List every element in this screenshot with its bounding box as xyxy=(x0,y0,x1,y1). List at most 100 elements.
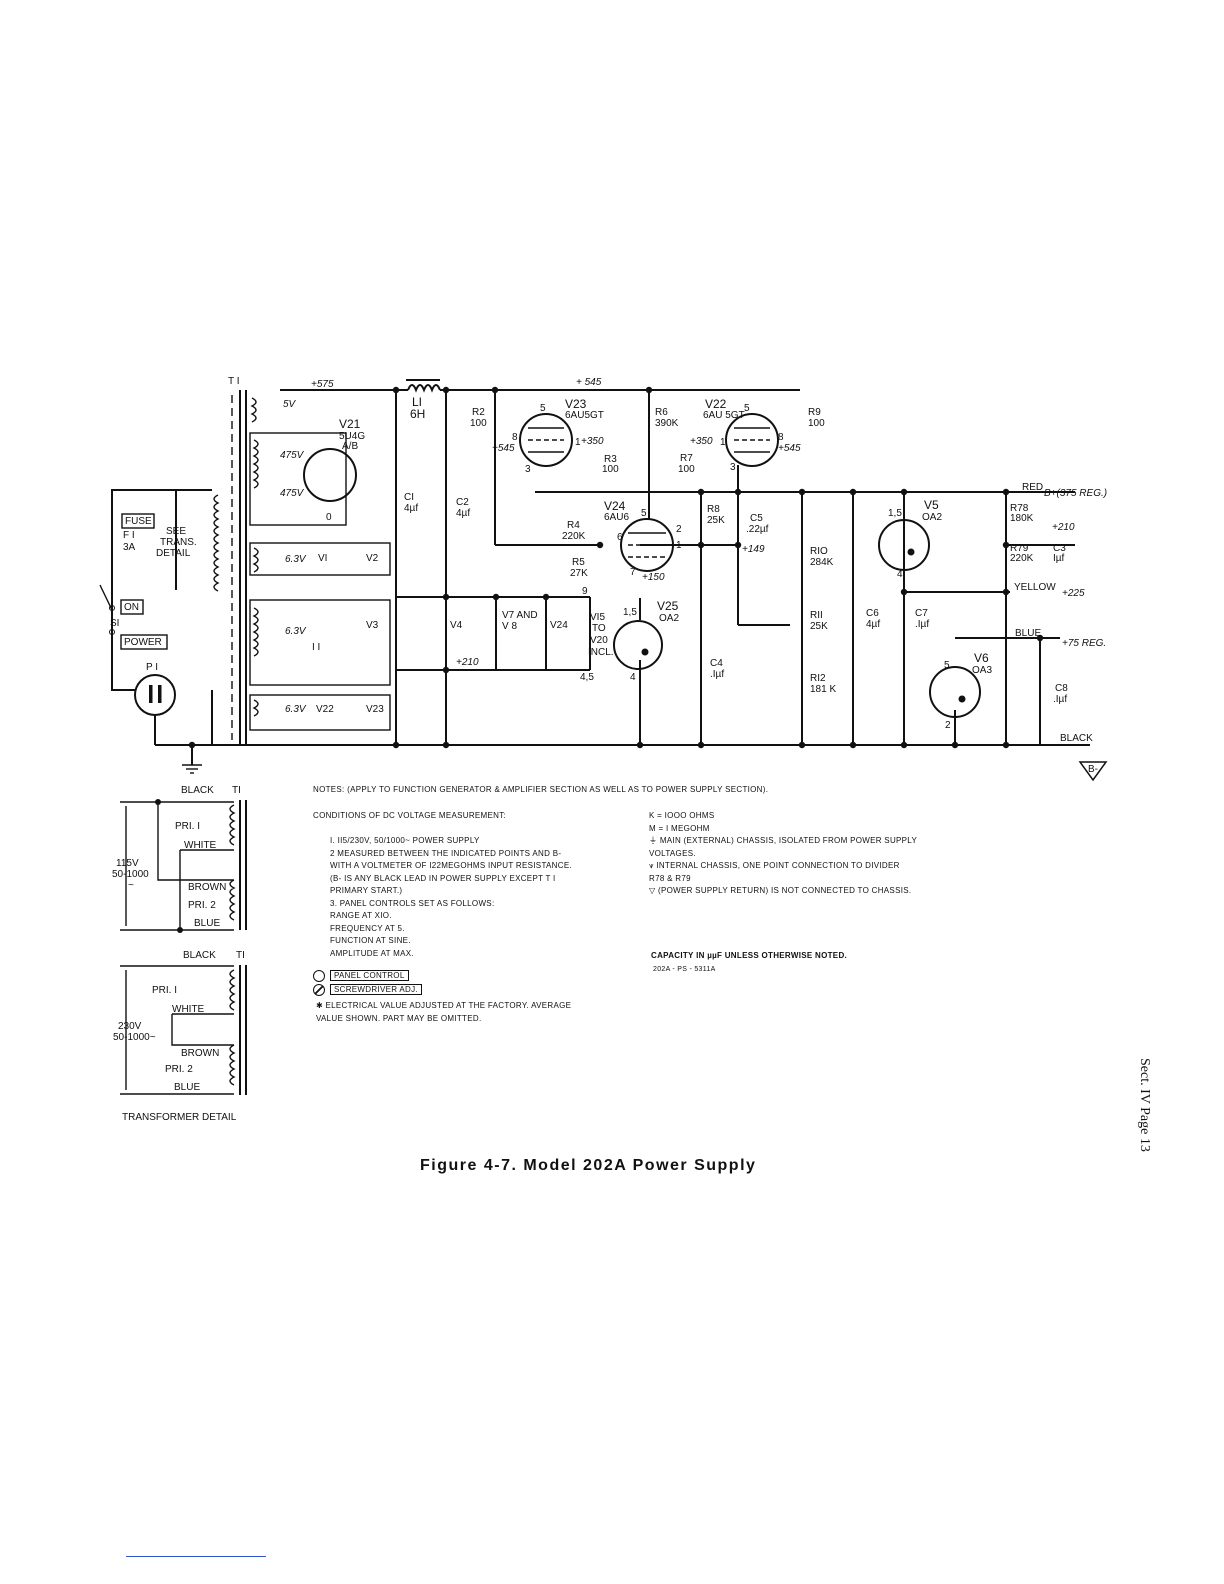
d230-white: WHITE xyxy=(172,1004,205,1015)
tube-v23 xyxy=(519,413,573,467)
note-item: PRIMARY START.) xyxy=(330,886,403,895)
heater-v1: VI xyxy=(318,553,327,564)
v5-pin-15: 1,5 xyxy=(888,508,902,519)
r5-value: 27K xyxy=(570,568,588,579)
transformer-t1 xyxy=(213,390,391,745)
panel-control-icon xyxy=(313,970,325,982)
v25-name: V25 xyxy=(657,599,679,613)
d115-brown: BROWN xyxy=(188,882,226,893)
v21-pin-0: 0 xyxy=(326,512,332,523)
d115-black: BLACK xyxy=(181,785,214,796)
c6-value: 4µf xyxy=(866,619,880,630)
volt-545-top: + 545 xyxy=(576,377,602,388)
r11-value: 25K xyxy=(810,621,828,632)
d230-freq: 50-1000~ xyxy=(113,1032,156,1043)
note-item: (B- IS ANY BLACK LEAD IN POWER SUPPLY EX… xyxy=(330,873,556,883)
v21-sub: A/B xyxy=(342,441,358,452)
c8-value: .Iµf xyxy=(1053,694,1067,705)
tube-v21 xyxy=(303,448,357,502)
note-item: 3. PANEL CONTROLS SET AS FOLLOWS: xyxy=(330,898,495,908)
v24-pin-1: 1 xyxy=(676,540,682,551)
choke-value: 6H xyxy=(410,407,425,421)
fuse-label: FUSE xyxy=(125,516,152,527)
plug-p1 xyxy=(134,674,176,716)
see-detail-line2: TRANS. xyxy=(160,537,197,548)
v23-pin-1: 1 xyxy=(575,437,581,448)
d230-black: BLACK xyxy=(183,950,216,961)
r78-value: 180K xyxy=(1010,513,1034,524)
d230-t1: TI xyxy=(236,950,245,961)
volt-545b: +545 xyxy=(778,443,801,454)
r7-ref: R7 xyxy=(680,453,693,464)
r2-ref: R2 xyxy=(472,407,485,418)
page-reference: Sect. IV Page 13 xyxy=(1137,1058,1152,1152)
r6-value: 390K xyxy=(655,418,679,429)
schematic-labels: T I +575 + 545 LI 6H 5V 475V 475V 6.3V 6… xyxy=(110,376,1107,775)
legend-screwdriver: SCREWDRIVER ADJ. xyxy=(313,984,422,997)
d115-white: WHITE xyxy=(184,840,217,851)
note-item: AMPLITUDE AT MAX. xyxy=(330,948,414,958)
power-box xyxy=(120,634,168,650)
r9-value: 100 xyxy=(808,418,825,429)
r4-value: 220K xyxy=(562,531,586,542)
note-item: RANGE AT XIO. xyxy=(330,911,392,920)
v5-name: V5 xyxy=(924,498,939,512)
r10-value: 284K xyxy=(810,557,834,568)
wire-blue: BLUE xyxy=(1015,628,1041,639)
note-right-line: ⩛ INTERNAL CHASSIS, ONE POINT CONNECTION… xyxy=(649,861,900,870)
r12-ref: RI2 xyxy=(810,673,826,684)
winding-475a: 475V xyxy=(280,450,305,461)
d115-volts: 115V xyxy=(116,858,139,869)
d230-brown: BROWN xyxy=(181,1048,219,1059)
tube-v25 xyxy=(613,620,663,670)
v25-type: OA2 xyxy=(659,613,679,624)
wire-yellow: YELLOW xyxy=(1014,582,1056,593)
choke-ref: LI xyxy=(412,395,422,409)
pilot-lamp-i1: I I xyxy=(312,642,320,653)
v22-pin-8: 8 xyxy=(778,432,784,443)
star-note-line: VALUE SHOWN. PART MAY BE OMITTED. xyxy=(316,1013,482,1023)
r8-ref: R8 xyxy=(707,504,720,515)
wire-red: RED xyxy=(1022,482,1043,493)
heater-v2: V2 xyxy=(366,553,379,564)
c5-ref: C5 xyxy=(750,513,763,524)
note-right-line: ▽ (POWER SUPPLY RETURN) IS NOT CONNECTED… xyxy=(649,886,912,895)
notes-right: K = IOOO OHMS M = I MEGOHM ⏚ MAIN (EXTER… xyxy=(649,810,917,898)
winding-5v: 5V xyxy=(283,399,297,410)
heater-v7v8-line2: V 8 xyxy=(502,621,517,632)
v6-pin-2: 2 xyxy=(945,720,951,731)
heater-v7v8-line1: V7 AND xyxy=(502,610,538,621)
v25-pin-15: 1,5 xyxy=(623,607,637,618)
c8-ref: C8 xyxy=(1055,683,1068,694)
r10-ref: RIO xyxy=(810,546,828,557)
v6-type: OA3 xyxy=(972,665,992,676)
v24-pin-2: 2 xyxy=(676,524,682,535)
d230-pri1: PRI. I xyxy=(152,985,177,996)
volt-150: +150 xyxy=(642,572,665,583)
see-detail-line1: SEE xyxy=(166,526,186,537)
v22-pin-5: 5 xyxy=(744,403,750,414)
volt-210b: +210 xyxy=(1052,522,1075,533)
c7-value: .Iµf xyxy=(915,619,929,630)
v5-type: OA2 xyxy=(922,512,942,523)
note-right-line: M = I MEGOHM xyxy=(649,823,710,833)
d115-tilde: ~ xyxy=(128,880,134,891)
v23-name: V23 xyxy=(565,397,587,411)
heater-v22: V22 xyxy=(316,704,334,715)
note-right-line: R78 & R79 xyxy=(649,873,691,883)
c3-ref: C3 xyxy=(1053,543,1066,554)
v24-pin-6: 6 xyxy=(617,532,623,543)
drawing-number: 202A - PS - 5311A xyxy=(653,966,716,973)
v23-pin-5: 5 xyxy=(540,403,546,414)
capacity-note: CAPACITY IN µµF UNLESS OTHERWISE NOTED. xyxy=(651,951,848,960)
winding-475b: 475V xyxy=(280,488,305,499)
v22-name: V22 xyxy=(705,397,727,411)
r11-ref: RII xyxy=(810,610,823,621)
note-item: 2 MEASURED BETWEEN THE INDICATED POINTS … xyxy=(330,848,562,858)
notes-header: NOTES: (APPLY TO FUNCTION GENERATOR & AM… xyxy=(313,785,769,794)
heater-v3: V3 xyxy=(366,620,379,631)
tube-v6 xyxy=(929,666,981,718)
note-item: WITH A VOLTMETER OF I22MEGOHMS INPUT RES… xyxy=(330,861,572,870)
v23-type: 6AU5GT xyxy=(565,410,604,421)
